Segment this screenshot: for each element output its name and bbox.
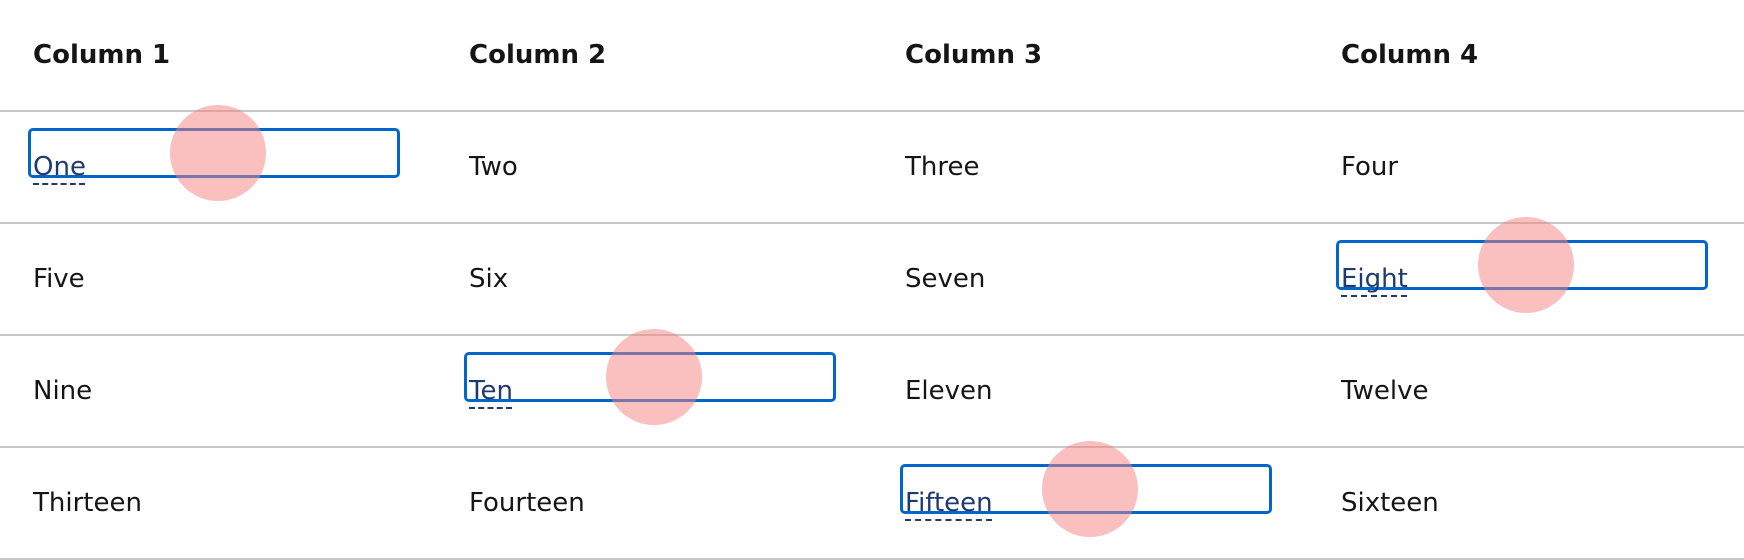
table-cell[interactable]: Twelve [1308,335,1744,448]
table-row: Five Six Seven Eight [0,217,1744,336]
cell-text: Three [905,152,980,182]
cell-content: One [28,105,400,201]
cell-text: Twelve [1341,376,1429,406]
cell-link[interactable]: Ten [469,376,513,406]
cell-link[interactable]: One [33,152,86,182]
cell-content: Two [469,152,518,182]
column-header-4[interactable]: Column 4 [1308,0,1744,112]
cell-text: Fourteen [469,488,585,518]
table-cell[interactable]: Six [436,223,872,336]
cell-text: Four [1341,152,1399,182]
table-cell[interactable]: Nine [0,335,436,448]
cell-text: Six [469,264,509,294]
table-cell[interactable]: One [0,105,436,224]
table-cell[interactable]: Three [872,111,1308,224]
cell-text: Nine [33,376,93,406]
table-cell[interactable]: Fifteen [872,441,1308,560]
table-cell[interactable]: Ten [436,329,872,448]
cell-content: Nine [33,376,92,406]
cell-text: Eleven [905,376,993,406]
cell-content: Five [33,264,85,294]
cell-text: Sixteen [1341,488,1439,518]
table-cell[interactable]: Sixteen [1308,447,1744,560]
cell-content: Fourteen [469,488,585,518]
cell-link[interactable]: Eight [1341,264,1408,294]
cell-content: Six [469,264,508,294]
table-row: Nine Ten Eleven Twelve [0,329,1744,448]
table-cell[interactable]: Eleven [872,335,1308,448]
header-row: Column 1 Column 2 Column 3 Column 4 [0,0,1744,112]
table-cell[interactable]: Four [1308,111,1744,224]
table-cell[interactable]: Fourteen [436,447,872,560]
cell-content: Twelve [1341,376,1428,406]
table-row: Thirteen Fourteen Fifteen Sixteen [0,441,1744,560]
column-header-3[interactable]: Column 3 [872,0,1308,112]
cell-content: Fifteen [900,441,1272,537]
column-header-2[interactable]: Column 2 [436,0,872,112]
cell-content: Three [905,152,979,182]
cell-text: Thirteen [33,488,142,518]
table-cell[interactable]: Thirteen [0,447,436,560]
cell-content: Ten [464,329,836,425]
table-cell[interactable]: Two [436,111,872,224]
cell-text: Five [33,264,85,294]
cell-content: Sixteen [1341,488,1439,518]
cell-content: Thirteen [33,488,142,518]
table-cell[interactable]: Seven [872,223,1308,336]
column-header-1[interactable]: Column 1 [0,0,436,112]
cell-content: Eleven [905,376,993,406]
cell-text: Seven [905,264,986,294]
cell-link[interactable]: Fifteen [905,488,993,518]
cell-content: Four [1341,152,1398,182]
cell-text: Two [469,152,518,182]
cell-content: Eight [1336,217,1708,313]
table-cell[interactable]: Five [0,223,436,336]
cell-content: Seven [905,264,985,294]
table-row: One Two Three Four [0,105,1744,224]
focus-outline [464,352,836,402]
table-cell[interactable]: Eight [1308,217,1744,336]
